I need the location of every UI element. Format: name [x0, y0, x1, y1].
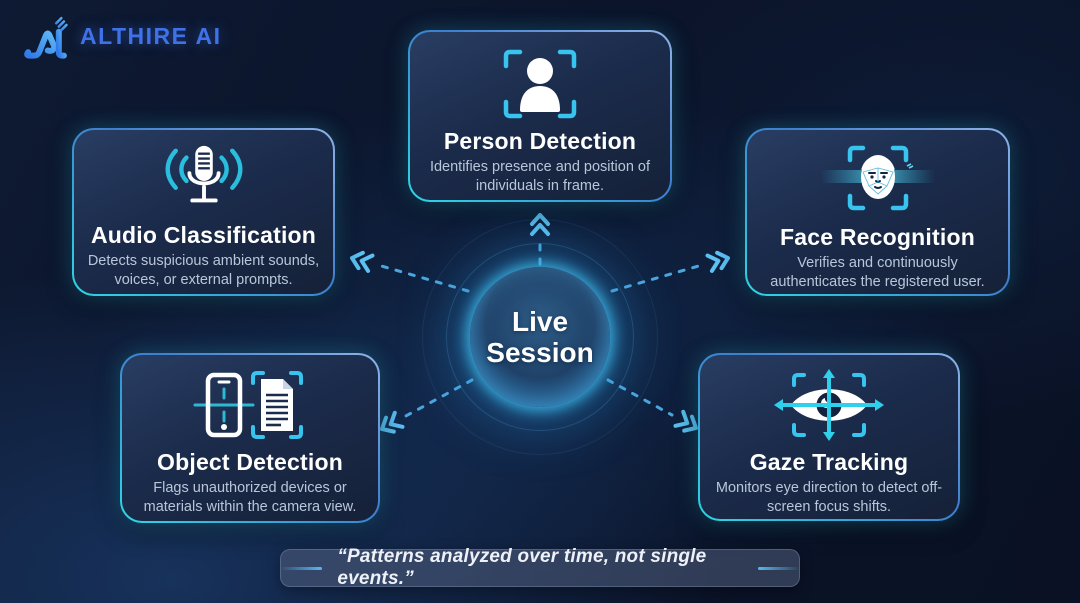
person-in-frame-icon — [495, 44, 585, 124]
arrowhead-upper-right-icon — [705, 250, 730, 273]
card-face-recognition: Face Recognition Verifies and continuous… — [745, 128, 1010, 296]
brand-logo: ALTHIRE AI — [22, 13, 222, 59]
face-scan-icon — [803, 142, 953, 220]
brand-name: ALTHIRE AI — [80, 22, 222, 49]
card-description: Detects suspicious ambient sounds, voice… — [87, 253, 320, 289]
card-title: Audio Classification — [90, 222, 317, 248]
card-person-detection: Person Detection Identifies presence and… — [408, 30, 672, 202]
card-person-detection-body: Person Detection Identifies presence and… — [410, 32, 670, 200]
card-title: Person Detection — [443, 128, 637, 154]
card-audio-classification: Audio Classification Detects suspicious … — [72, 128, 335, 296]
card-face-recognition-body: Face Recognition Verifies and continuous… — [747, 130, 1008, 294]
card-title: Object Detection — [157, 449, 343, 475]
phone-and-document-icon — [189, 367, 311, 445]
quote-right-line — [757, 566, 799, 570]
arrowhead-upper-left-icon — [350, 250, 375, 273]
card-object-detection-body: Object Detection Flags unauthorized devi… — [122, 355, 378, 521]
eye-crosshair-icon — [766, 367, 892, 445]
connector-lower-right — [606, 378, 674, 417]
card-description: Identifies presence and position of indi… — [429, 159, 651, 195]
card-description: Verifies and continuously authenticates … — [770, 255, 985, 291]
card-title: Gaze Tracking — [749, 449, 909, 475]
card-description: Flags unauthorized devices or materials … — [143, 480, 357, 516]
connector-upper-right — [610, 263, 704, 293]
connector-upper-left — [376, 263, 470, 293]
arrowhead-lower-left-icon — [380, 410, 405, 434]
card-object-detection: Object Detection Flags unauthorized devi… — [120, 353, 380, 523]
live-session-circle: Live Session — [470, 267, 610, 407]
card-gaze-tracking-body: Gaze Tracking Monitors eye direction to … — [700, 355, 958, 519]
connector-lower-left — [402, 378, 474, 419]
card-audio-classification-body: Audio Classification Detects suspicious … — [74, 130, 333, 294]
card-gaze-tracking: Gaze Tracking Monitors eye direction to … — [698, 353, 960, 521]
quote-text: “Patterns analyzed over time, not single… — [337, 546, 707, 589]
arrowhead-up-icon — [530, 213, 550, 236]
live-session-node: Live Session — [422, 219, 658, 455]
center-title-line2: Session — [486, 337, 594, 368]
quote-left-line — [281, 566, 323, 570]
footer-quote-bar: “Patterns analyzed over time, not single… — [280, 546, 800, 589]
microphone-sound-waves-icon — [145, 142, 263, 218]
card-description: Monitors eye direction to detect off-scr… — [715, 480, 943, 516]
card-title: Face Recognition — [780, 224, 975, 250]
althire-a-monogram-icon — [24, 16, 68, 59]
arrowhead-lower-right-icon — [673, 409, 698, 433]
center-title-line1: Live — [511, 305, 569, 337]
